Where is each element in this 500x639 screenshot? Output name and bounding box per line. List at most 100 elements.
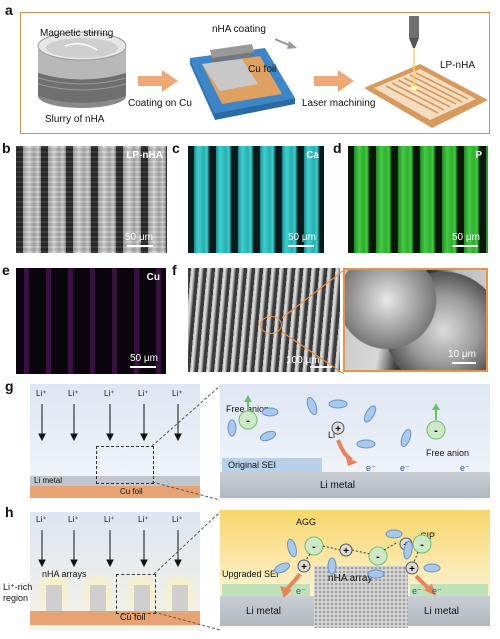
h-li-ion-label-3: Li⁺	[104, 515, 115, 524]
h-li-rich-region-label: Li⁺-rich region	[3, 582, 33, 603]
laser-machining-label: Laser machining	[302, 98, 376, 109]
h-li-metal-left-layer	[220, 596, 314, 626]
h-nha-pillar-3	[134, 585, 150, 611]
scale-bar-b	[127, 245, 153, 247]
g-original-sei-label: Original SEI	[228, 460, 277, 470]
scale-bar-d	[452, 245, 478, 247]
h-nha-pillar-4	[172, 585, 188, 611]
image-label-p: P	[475, 150, 482, 161]
g-solvation-illustration: - + -	[227, 395, 446, 466]
scale-bar-f-right	[452, 362, 476, 364]
g-li-metal-layer	[30, 476, 200, 486]
h-li-ion-label-1: Li⁺	[36, 515, 47, 524]
h-nha-pillar-1	[46, 585, 62, 611]
scale-label-e: 50 μm	[130, 353, 158, 364]
g-electron-1: e⁻	[366, 463, 376, 473]
h-zoom-lines	[154, 511, 221, 631]
scale-label-d: 50 μm	[452, 232, 480, 243]
g-zoom-box	[96, 446, 154, 484]
panel-label-c: c	[172, 140, 180, 156]
g-li-ion-label-1: Li⁺	[36, 389, 47, 398]
h-li-ion-arrows	[38, 530, 182, 568]
zoom-connector-lines	[281, 269, 345, 375]
eds-map-cu: Cu 50 μm	[16, 268, 166, 374]
panel-label-g: g	[5, 378, 14, 394]
svg-text:-: -	[246, 415, 250, 427]
panel-label-d: d	[333, 140, 342, 156]
g-li-metal-right-layer	[220, 472, 490, 498]
g-cu-foil-label: Cu foil	[120, 487, 143, 496]
h-electron-1: e⁻	[296, 586, 306, 596]
h-nha-array-block	[314, 566, 408, 628]
panel-label-a: a	[5, 2, 13, 18]
nha-coating-label: nHA coating	[212, 24, 266, 35]
h-li-metal-right-label: Li metal	[424, 606, 460, 617]
svg-text:-: -	[312, 541, 316, 553]
svg-text:+: +	[301, 562, 307, 573]
cu-foil-label-a: Cu foil	[248, 64, 277, 75]
image-label-b: LP-nHA	[126, 150, 163, 161]
h-li-metal-left-label: Li metal	[246, 606, 282, 617]
h-electron-2: e⁻	[412, 586, 422, 596]
svg-text:-: -	[376, 551, 380, 563]
g-li-ion-label-3: Li⁺	[104, 389, 115, 398]
h-li-metal-right-layer	[408, 596, 490, 626]
h-solvation-illustration: + - + - + - +	[274, 529, 441, 598]
scale-bar-f-left	[310, 366, 332, 368]
h-cu-foil-label: Cu foil	[120, 612, 146, 622]
sem-image-f-zoom: 10 μm	[343, 268, 488, 372]
h-nha-arrays-label: nHA arrays	[42, 569, 87, 579]
g-li-metal-label: Li metal	[34, 476, 63, 485]
g-original-sei-layer	[222, 458, 322, 472]
g-electron-2: e⁻	[400, 463, 410, 473]
panel-label-h: h	[5, 504, 14, 520]
panel-a-frame	[20, 12, 490, 134]
h-zoom-box	[116, 574, 156, 614]
h-upgraded-sei-label: Upgraded SEI	[222, 569, 279, 579]
scale-bar-c	[288, 245, 314, 247]
slurry-label: Slurry of nHA	[45, 114, 105, 125]
sem-image-b: LP-nHA 50 μm	[16, 146, 167, 253]
panel-label-e: e	[2, 262, 10, 278]
eds-map-p: P 50 μm	[348, 146, 488, 253]
h-cu-foil-layer	[30, 611, 200, 625]
g-electron-3: e⁻	[460, 463, 470, 473]
eds-map-ca: Ca 50 μm	[188, 146, 324, 253]
direction-arrow	[275, 38, 297, 49]
process-arrow-2	[314, 70, 354, 92]
g-li-ion-label-4: Li⁺	[138, 389, 149, 398]
panel-label-b: b	[2, 140, 11, 156]
svg-text:+: +	[335, 424, 341, 435]
scale-label-b: 50 μm	[125, 232, 153, 243]
image-label-cu: Cu	[146, 272, 160, 283]
h-agg-label: AGG	[296, 517, 317, 527]
scale-label-f-left: 100 μm	[286, 355, 320, 366]
svg-text:+: +	[409, 564, 415, 575]
g-free-anion-label-2: Free anion	[426, 448, 470, 458]
process-arrow-1	[138, 70, 178, 92]
svg-text:-: -	[434, 425, 438, 437]
g-li-ion-label-5: Li⁺	[172, 389, 183, 398]
h-electron-3: e⁻	[432, 586, 442, 596]
image-label-ca: Ca	[306, 150, 319, 161]
g-zoom-lines	[152, 385, 221, 501]
panel-label-f: f	[172, 262, 177, 278]
h-nha-pillar-2	[90, 585, 106, 611]
coating-plate-illustration	[190, 44, 295, 120]
lp-nha-label-a: LP-nHA	[440, 60, 476, 71]
g-li-ion-arrows	[38, 404, 182, 442]
h-li-ion-label-2: Li⁺	[68, 515, 79, 524]
zoom-region-marker	[260, 316, 282, 334]
h-cip-label: CIP	[420, 531, 436, 541]
svg-text:+: +	[343, 546, 349, 557]
laser-plate-illustration	[364, 16, 488, 128]
beaker-illustration	[37, 31, 127, 108]
h-li-ion-label-4: Li⁺	[138, 515, 149, 524]
svg-text:-: -	[420, 539, 424, 551]
scale-bar-e	[130, 366, 156, 368]
magnetic-stirring-label: Magnetic stirring	[40, 28, 114, 39]
h-nha-array-label: nHA array	[328, 573, 373, 584]
h-li-ion-label-5: Li⁺	[172, 515, 183, 524]
g-li-metal-right-label: Li metal	[320, 480, 356, 491]
g-cu-foil-layer	[30, 486, 200, 498]
